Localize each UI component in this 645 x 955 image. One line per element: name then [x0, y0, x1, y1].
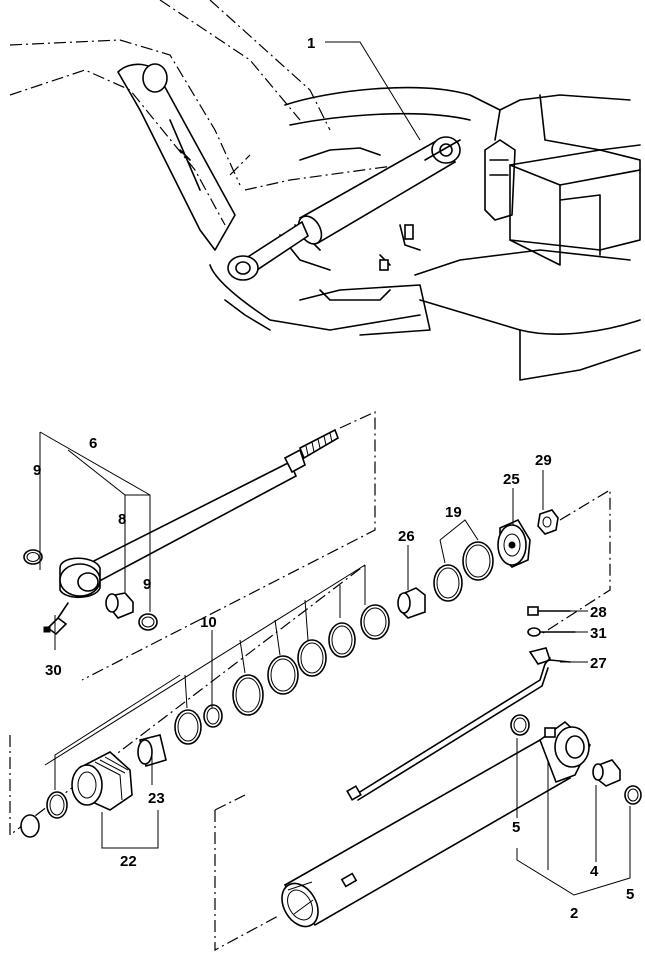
- bushing-23: [137, 734, 167, 768]
- clamp-27: [528, 647, 571, 665]
- label-25: 25: [503, 471, 520, 488]
- seal-ring-9-right: [138, 613, 158, 631]
- label-31: 31: [590, 625, 607, 642]
- label-27: 27: [590, 655, 607, 672]
- seal-ring-9-left-inner: [26, 552, 40, 562]
- label-6: 6: [89, 435, 97, 452]
- axis-line-tube: [214, 794, 281, 952]
- label-4: 4: [590, 863, 599, 880]
- nut-29: [537, 509, 559, 535]
- rod-eye: [59, 557, 101, 599]
- label-5-left: 5: [512, 819, 520, 836]
- piston-ring-19b: [462, 541, 494, 581]
- axis-line-rod: [81, 411, 376, 681]
- seal-5-left-inner: [513, 717, 527, 733]
- label-28: 28: [590, 604, 607, 621]
- label-10: 10: [200, 614, 217, 631]
- seal-5-right-inner: [627, 788, 639, 802]
- axis-line-nut: [539, 488, 611, 636]
- label-30: 30: [45, 662, 62, 679]
- grease-fitting-30: [43, 602, 69, 636]
- seal-ring-9-right-inner: [141, 616, 155, 628]
- label-23: 23: [148, 790, 165, 807]
- label-5-right: 5: [626, 886, 634, 903]
- callout-labels: 1 6 9 8 9 30 10 23 22 26 19 25 29 28 31 …: [33, 35, 634, 922]
- bushing-8: [105, 592, 134, 619]
- piston-25: [497, 518, 531, 568]
- axis-line-seals: [9, 564, 366, 837]
- piston-rod: [78, 428, 339, 587]
- ring-left-2: [20, 814, 40, 838]
- machine-assembly-view: [9, 0, 641, 381]
- label-9-right: 9: [143, 576, 151, 593]
- bushing-4: [592, 759, 621, 787]
- piston-ring-19b-inner: [465, 544, 491, 578]
- label-1: 1: [307, 35, 315, 52]
- label-29: 29: [535, 452, 552, 469]
- ring-left-1-inner: [49, 794, 65, 816]
- label-2: 2: [570, 905, 578, 922]
- seal-series: [174, 604, 390, 745]
- piston-ring-19a: [433, 564, 463, 602]
- label-26: 26: [398, 528, 415, 545]
- cylinder-head-22: [71, 751, 133, 811]
- piston-ring-19a-inner: [436, 567, 460, 599]
- label-9-left: 9: [33, 462, 41, 479]
- piston-collar-26: [397, 587, 426, 619]
- cylinder-assembled: [227, 136, 461, 281]
- seal-5-right: [624, 785, 642, 805]
- leader-lines: [39, 41, 631, 896]
- label-19: 19: [445, 504, 462, 521]
- label-22: 22: [120, 853, 137, 870]
- hydraulic-pipe: [346, 657, 551, 801]
- cylinder-tube-2: [281, 720, 591, 928]
- boom-pin: [142, 63, 168, 93]
- label-8: 8: [118, 511, 126, 528]
